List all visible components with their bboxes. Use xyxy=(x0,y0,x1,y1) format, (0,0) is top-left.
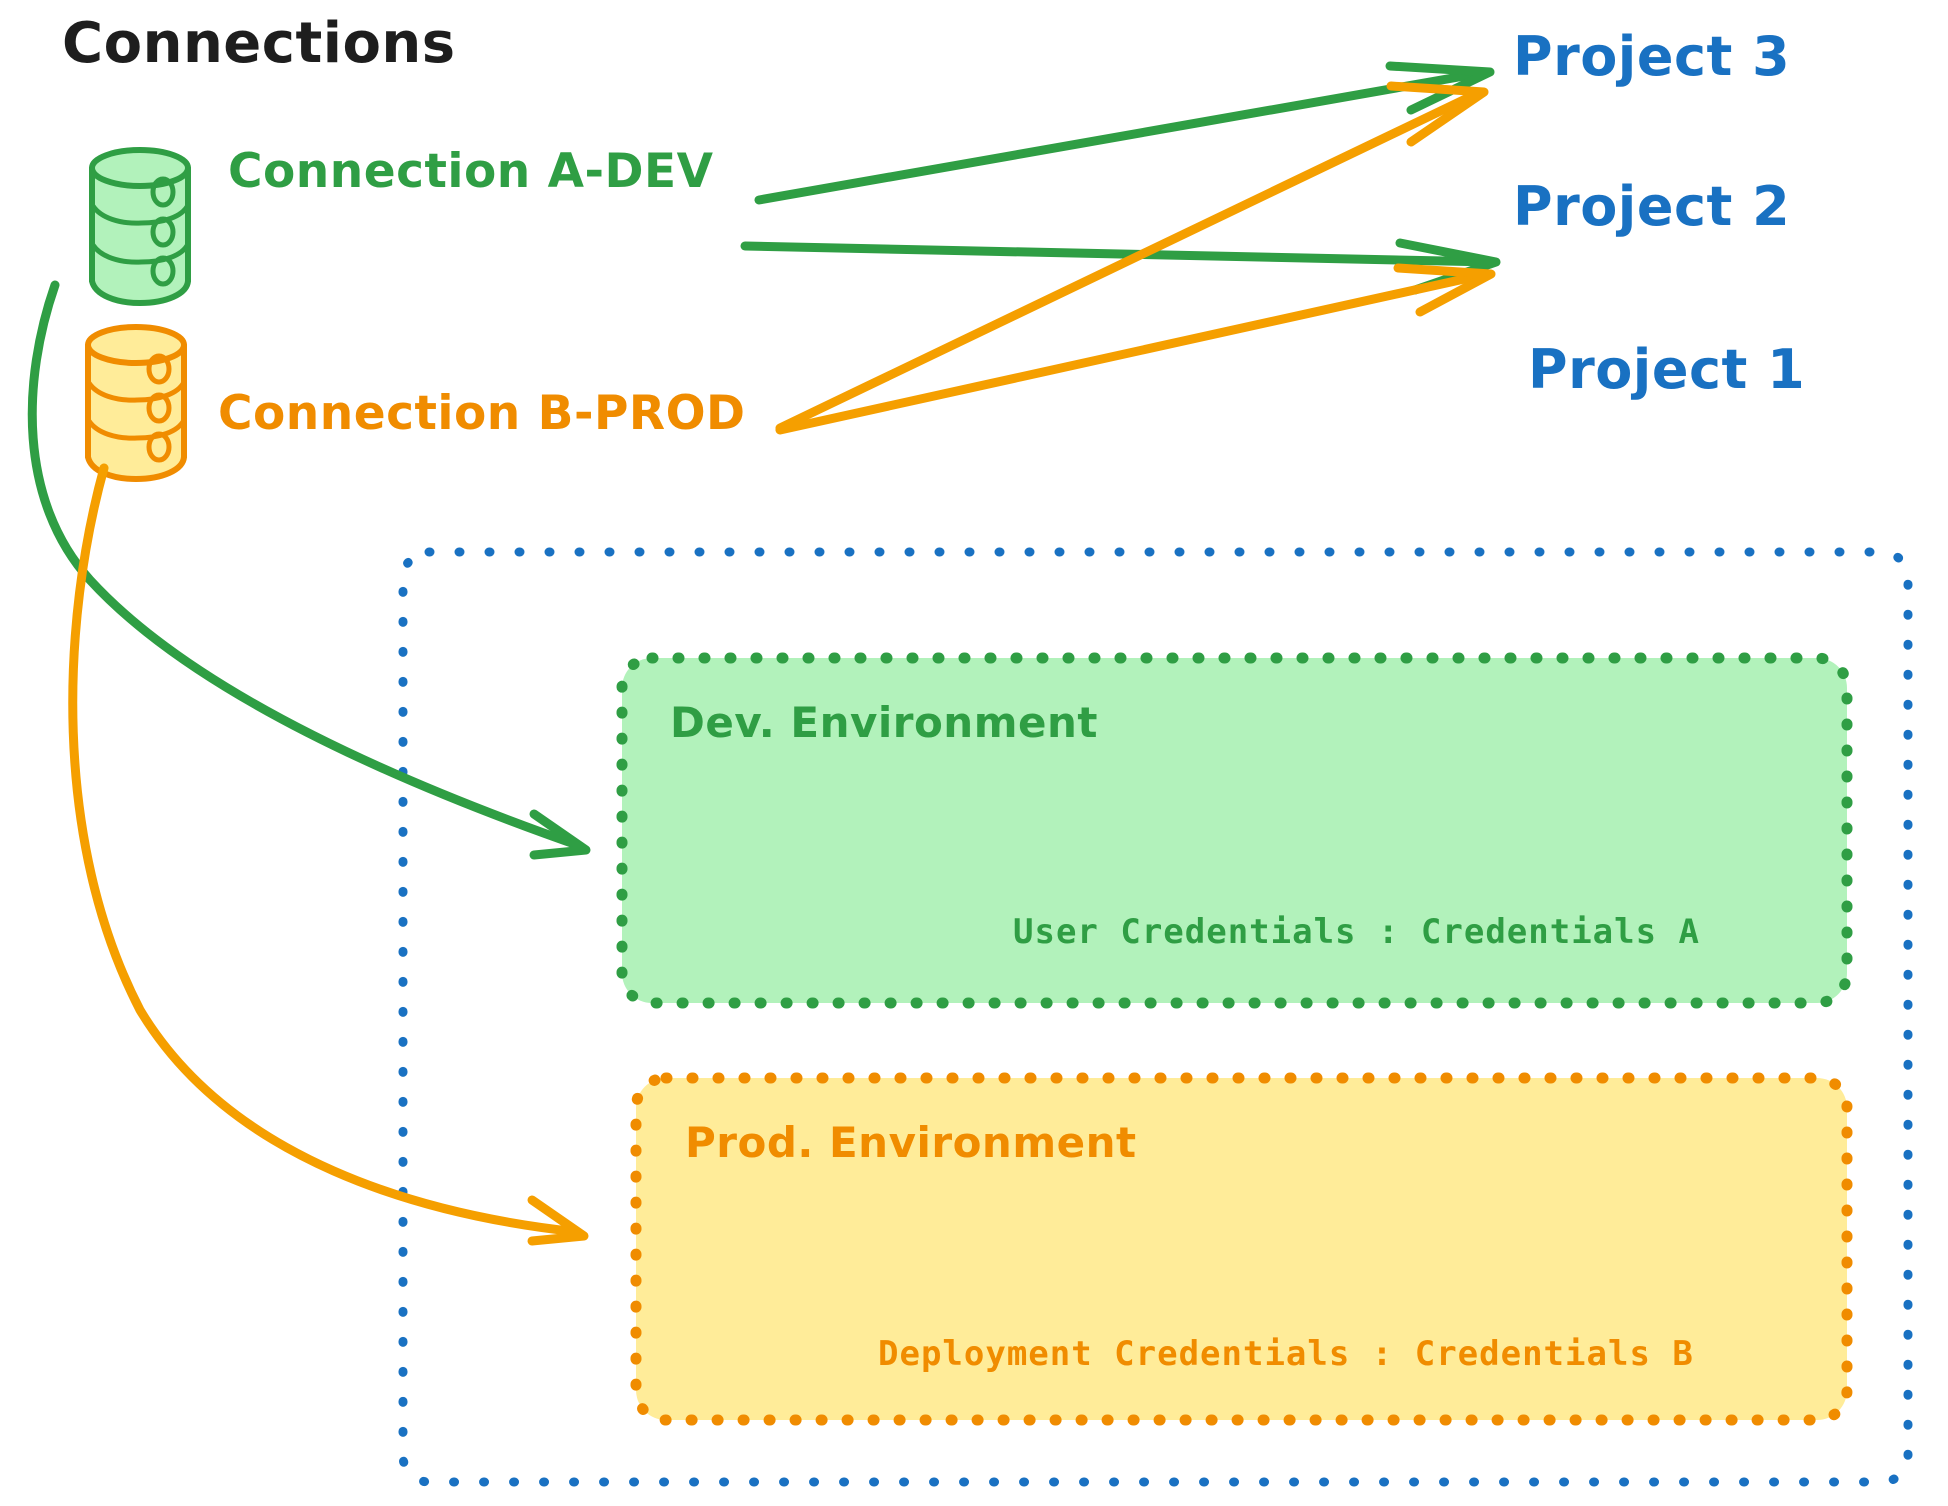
prod-environment-credentials: Deployment Credentials : Credentials B xyxy=(878,1334,1694,1374)
database-cylinder-icon-connection-a[interactable] xyxy=(89,147,191,307)
edge-a-to-project-3 xyxy=(754,61,1495,205)
prod-environment-label: Prod. Environment xyxy=(685,1118,1137,1167)
edge-b-to-project-2 xyxy=(775,263,1496,435)
project-1-label[interactable]: Project 1 xyxy=(1528,338,1806,401)
edge-b-to-project-3 xyxy=(775,81,1489,433)
project-3-label[interactable]: Project 3 xyxy=(1513,25,1791,88)
connection-b-label[interactable]: Connection B-PROD xyxy=(218,386,746,441)
dev-environment-credentials: User Credentials : Credentials A xyxy=(1013,912,1701,952)
connection-a-label[interactable]: Connection A-DEV xyxy=(228,144,714,199)
edge-a-to-project-2 xyxy=(740,238,1501,295)
page-title: Connections xyxy=(62,11,456,76)
edge-b-to-prod-environment xyxy=(68,463,589,1246)
project-2-label[interactable]: Project 2 xyxy=(1513,175,1791,238)
dev-environment-label: Dev. Environment xyxy=(670,698,1098,747)
edge-a-to-dev-environment xyxy=(27,280,591,860)
database-cylinder-icon-connection-b[interactable] xyxy=(85,324,187,483)
